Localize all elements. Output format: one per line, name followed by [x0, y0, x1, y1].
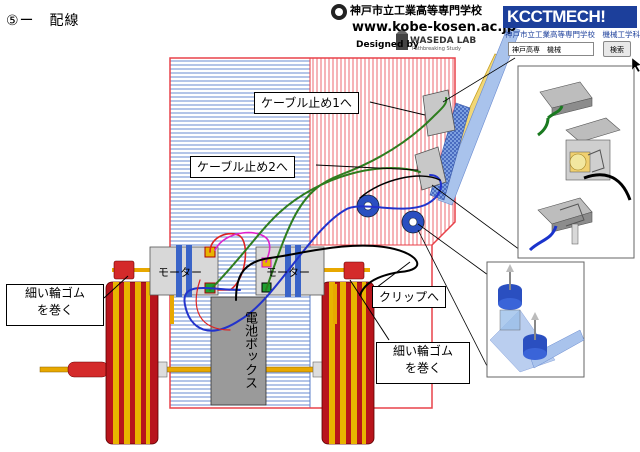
shaft-left: [112, 268, 172, 272]
wire-magenta: [214, 231, 271, 263]
battery-box-label: 電池ボックス: [242, 311, 257, 389]
designed-by-label: Designed by: [356, 40, 419, 50]
callout-clip: クリップへ: [372, 286, 447, 308]
wheel-right: [321, 281, 375, 445]
callout-rubber-right: 細い輪ゴム を巻く: [376, 342, 470, 384]
callout-rubber-left-line2: を巻く: [36, 303, 73, 317]
detail-inset-cable-stop: [431, 57, 635, 259]
wires: [183, 97, 448, 332]
wire-green: [265, 97, 448, 291]
wire-black-2: [359, 175, 441, 199]
logo-subtitle: 神戸市立工業高等専門学校 機械工学科: [505, 30, 640, 39]
arm-assembly: [414, 25, 521, 206]
callout-rubber-right-line1: 細い輪ゴム: [392, 344, 453, 358]
school-emblem-icon: [331, 4, 347, 20]
waseda-lab-icon: [396, 28, 408, 50]
wire-black: [235, 244, 419, 301]
mouse-cursor-icon: [631, 57, 640, 73]
callout-rubber-right-line2: を巻く: [404, 361, 441, 375]
search-button[interactable]: 検索: [603, 41, 631, 57]
lab-name: WASEDA LAB: [410, 36, 477, 46]
callout-rubber-left: 細い輪ゴム を巻く: [6, 284, 104, 326]
detail-inset-pulley: [417, 223, 585, 378]
wheel-left: [105, 281, 159, 445]
school-name: 神戸市立工業高等専門学校: [350, 4, 482, 17]
page-title: ⑤ー 配線: [6, 13, 80, 29]
search-input[interactable]: 神戸高専 機械: [508, 42, 594, 56]
school-url: www.kobe-kosen.ac.jp: [352, 20, 517, 35]
wire-red-2: [195, 279, 231, 331]
chassis-red-frame: [169, 57, 456, 409]
pulleys: [356, 194, 425, 234]
red-cap-right: [343, 261, 365, 280]
lab-tagline: Pathbreaking Study: [412, 46, 461, 52]
motor-left: [149, 245, 219, 297]
callout-leaders: [103, 101, 426, 341]
red-cap-left: [113, 260, 135, 280]
callout-rubber-left-line1: 細い輪ゴム: [24, 286, 85, 300]
wire-blue: [183, 174, 442, 332]
motor-shafts: [112, 260, 370, 324]
callout-cable-stop-1: ケーブル止め1へ: [254, 92, 359, 114]
axle-end-left: [67, 361, 109, 378]
arm-blue-strip: [437, 25, 521, 206]
battery-box: [210, 296, 267, 406]
kcct-mech-logo: KCCTMECH!: [503, 6, 637, 28]
motor-right-label: モーター: [266, 266, 310, 279]
callout-cable-stop-2: ケーブル止め2へ: [190, 156, 295, 178]
motor-left-label: モーター: [158, 266, 202, 279]
